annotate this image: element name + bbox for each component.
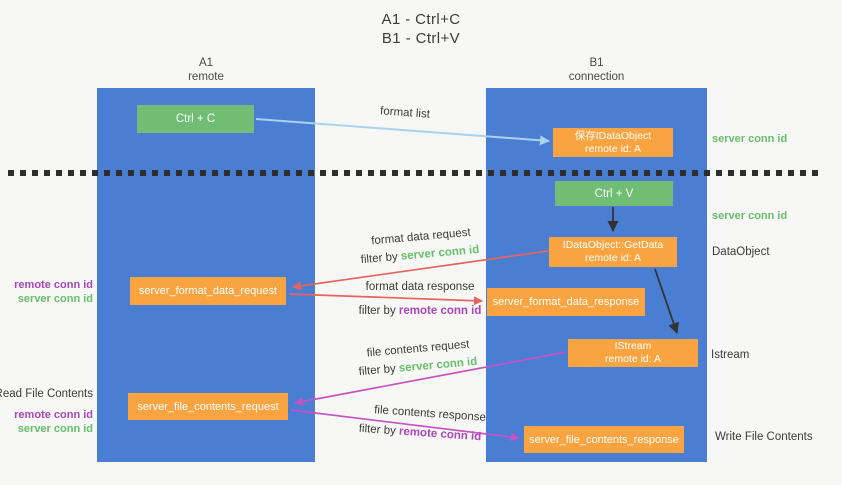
remote-conn-id-text: remote conn id (398, 425, 482, 444)
label-filter-by-server-conn-id-file: filter by server conn id (358, 356, 477, 378)
lifeline-header-b1: B1 connection (486, 56, 707, 84)
filter-by-text: filter by (358, 362, 397, 379)
node-ctrl-v-label: Ctrl + V (594, 187, 634, 200)
node-server-format-data-request: server_format_data_request (130, 277, 286, 305)
annotation-istream: Istream (711, 349, 750, 361)
diagram-title: A1 - Ctrl+C B1 - Ctrl+V (0, 10, 842, 48)
label-filter-by-remote-conn-id-file: filter by remote conn id (358, 423, 481, 444)
annotation-server-conn-id-file: server conn id (17, 423, 93, 435)
filter-by-text: filter by (358, 422, 397, 438)
annotation-remote-conn-id-file: remote conn id (14, 409, 93, 421)
annotation-server-conn-id-mid-right: server conn id (712, 210, 788, 222)
node-server-file-contents-request: server_file_contents_request (128, 393, 288, 420)
node-ctrl-c-label: Ctrl + C (175, 113, 216, 125)
label-format-data-response: format data response (366, 281, 475, 293)
node-getdata-line2: remote id: A (584, 252, 642, 264)
lifeline-header-a1: A1 remote (97, 56, 315, 84)
node-idataobject-getdata: IDataObject::GetData remote id: A (549, 237, 677, 267)
label-format-data-request-text: format data request (370, 226, 472, 248)
lifeline-b1-name: B1 (589, 57, 604, 69)
server-conn-id-text: server conn id (400, 243, 480, 263)
node-file-response-label: server_file_contents_response (529, 433, 679, 446)
annotation-write-file-contents: Write File Contents (715, 431, 813, 443)
node-server-file-contents-response: server_file_contents_response (524, 426, 684, 453)
remote-conn-id-text: remote conn id (398, 305, 482, 317)
dotted-separator (8, 170, 824, 176)
annotation-read-file-contents: Read File Contents (0, 388, 93, 400)
lifeline-a1-role: remote (188, 71, 224, 83)
arrow-format-data-response (288, 293, 483, 306)
annotation-server-conn-id-format: server conn id (17, 293, 93, 305)
node-save-idataobject: 保存IDataObject remote id: A (553, 128, 673, 157)
annotation-remote-conn-id-format: remote conn id (14, 279, 93, 291)
label-format-list-text: format list (379, 105, 431, 121)
label-file-contents-request-text: file contents request (366, 338, 470, 360)
label-file-contents-response-text: file contents response (373, 404, 487, 424)
node-ctrl-v: Ctrl + V (555, 181, 673, 206)
node-server-format-data-response: server_format_data_response (487, 288, 645, 316)
label-filter-by-server-conn-id-format: filter by server conn id (360, 244, 479, 266)
node-save-idataobject-line2: remote id: A (584, 142, 642, 155)
node-format-request-label: server_format_data_request (138, 285, 278, 297)
label-file-contents-request: file contents request (366, 339, 470, 360)
node-istream: IStream remote id: A (568, 339, 698, 367)
node-format-response-label: server_format_data_response (492, 296, 640, 308)
node-istream-line1: IStream (614, 340, 652, 352)
label-format-list: format list (380, 105, 431, 120)
title-line-a1: A1 - Ctrl+C (381, 11, 461, 28)
title-line-b1: B1 - Ctrl+V (381, 30, 461, 47)
node-file-request-label: server_file_contents_request (137, 400, 279, 413)
node-getdata-line1: IDataObject::GetData (562, 239, 664, 251)
server-conn-id-text: server conn id (398, 355, 478, 375)
label-filter-by-remote-conn-id-format: filter by remote conn id (359, 305, 482, 317)
annotation-dataobject: DataObject (712, 246, 770, 258)
lifeline-b1-role: connection (568, 71, 625, 83)
label-format-data-response-text: format data response (365, 281, 475, 293)
label-file-contents-response: file contents response (374, 404, 486, 424)
filter-by-text: filter by (360, 250, 399, 267)
filter-by-text: filter by (358, 305, 396, 317)
node-save-idataobject-line1: 保存IDataObject (574, 129, 652, 142)
node-istream-line2: remote id: A (604, 353, 662, 365)
annotation-server-conn-id-top-right: server conn id (712, 133, 788, 145)
node-ctrl-c: Ctrl + C (137, 105, 254, 133)
lifeline-a1-name: A1 (198, 57, 214, 69)
label-format-data-request: format data request (371, 227, 471, 248)
